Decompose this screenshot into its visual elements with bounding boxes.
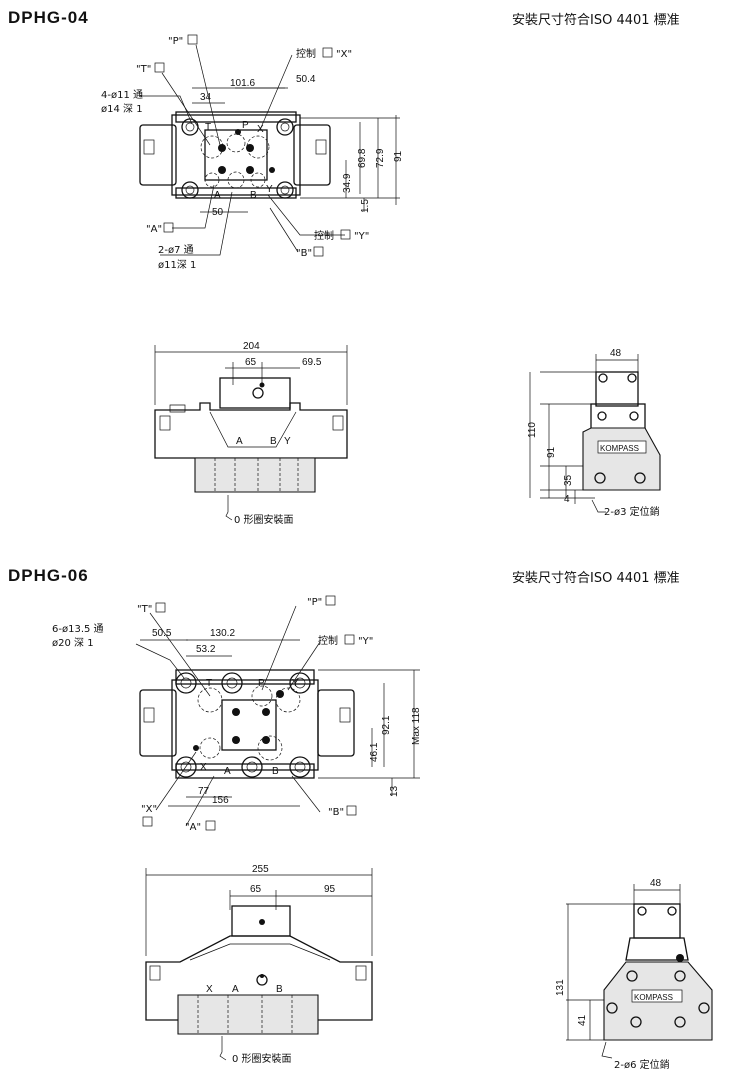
dim-value: 91 — [393, 150, 404, 162]
t-port-label: "T" — [137, 604, 152, 615]
front-port-letter: A — [236, 436, 243, 447]
port-letter: A — [214, 190, 221, 201]
standard-note-dphg06: 安裝尺寸符合ISO 4401 標准 — [512, 571, 680, 586]
dphg06-side-view: KOMPASS 2-ø6 定位銷 48 131 41 — [555, 878, 713, 1071]
dim-value: 50 — [212, 207, 224, 218]
port-letter: P — [258, 678, 265, 689]
dim-value: 69.8 — [357, 148, 368, 168]
counterbore-label: ø20 深 1 — [52, 637, 94, 649]
dim-value: 156 — [212, 795, 229, 806]
front-port-letter: X — [206, 984, 213, 995]
y-control-suffix: "Y" — [354, 231, 369, 242]
p-port-label: "P" — [307, 597, 322, 608]
dim-value: 1.5 — [360, 199, 371, 213]
pin-label: 2-ø3 定位銷 — [604, 505, 660, 518]
dim-value: 48 — [650, 878, 662, 889]
dim-value: 53.2 — [196, 644, 216, 655]
port-letter: B — [272, 766, 279, 777]
standard-note-dphg04: 安裝尺寸符合ISO 4401 標准 — [512, 13, 680, 28]
dim-value: 77 — [198, 786, 210, 797]
section-title-dphg06: DPHG-06 — [8, 566, 89, 585]
dim-value: 69.5 — [302, 357, 322, 368]
dim-value: 13 — [389, 785, 400, 797]
port-letter: A — [224, 766, 231, 777]
dim-value: 34.9 — [342, 173, 353, 193]
dim-value: 101.6 — [230, 78, 255, 89]
dim-value: 204 — [243, 341, 260, 352]
front-port-letter: B — [276, 984, 283, 995]
pin-holes-label: 2-ø7 通 — [158, 244, 194, 256]
y-control-suffix: "Y" — [358, 636, 373, 647]
oring-face-label: 0 形圈安裝面 — [232, 1052, 292, 1065]
port-letter: B — [250, 190, 257, 201]
oring-face-label: 0 形圈安裝面 — [234, 513, 294, 526]
dim-value: 34 — [200, 92, 212, 103]
dphg04-top-view: T P X A B Y "P" "T" 控制 "X" — [101, 34, 404, 271]
dim-value: 48 — [610, 348, 622, 359]
a-port-label: "A" — [185, 822, 201, 833]
pin-counterbore-label: ø11深 1 — [158, 259, 196, 271]
dim-value: 110 — [527, 422, 538, 438]
dim-value: 50.4 — [296, 74, 316, 85]
dphg04-side-view: KOMPASS 2-ø3 定位銷 48 110 91 35 4 — [527, 348, 661, 518]
x-port-label: "X" — [141, 804, 157, 815]
dphg04-front-view: A B Y 0 形圈安裝面 204 65 69.5 — [154, 341, 348, 526]
dim-value: 72.9 — [375, 148, 386, 168]
dim-value: 46.1 — [369, 742, 380, 762]
mount-holes-label: 6-ø13.5 通 — [52, 623, 104, 635]
dim-value: 35 — [563, 474, 574, 486]
dim-value: 50.5 — [152, 628, 172, 639]
port-letter: Y — [266, 184, 273, 195]
x-control-suffix: "X" — [336, 49, 352, 60]
y-control-label: 控制 — [318, 634, 338, 647]
y-control-label: 控制 — [314, 229, 334, 242]
dim-value: 91 — [546, 446, 557, 458]
counterbore-label: ø14 深 1 — [101, 103, 143, 115]
brand-label: KOMPASS — [600, 444, 639, 453]
dim-value: 41 — [577, 1014, 588, 1026]
dim-value: 92.1 — [381, 715, 392, 735]
t-port-label: "T" — [136, 64, 151, 75]
p-port-label: "P" — [168, 36, 183, 47]
dim-value: 65 — [245, 357, 257, 368]
front-port-letter: Y — [284, 436, 291, 447]
dim-value: Max 118 — [411, 707, 422, 745]
port-letter: T — [205, 122, 211, 133]
port-letter: X — [200, 762, 207, 773]
dim-value: 65 — [250, 884, 262, 895]
b-port-label: "B" — [328, 807, 344, 818]
front-port-letter: A — [232, 984, 239, 995]
b-port-label: "B" — [296, 248, 312, 259]
front-port-letter: B — [270, 436, 277, 447]
a-port-label: "A" — [146, 224, 162, 235]
x-control-label: 控制 — [296, 47, 316, 60]
port-letter: T — [206, 678, 212, 689]
port-letter: P — [242, 120, 249, 131]
dim-value: 255 — [252, 864, 269, 875]
port-letter: Y — [292, 678, 299, 689]
dim-value: 4 — [564, 494, 570, 505]
brand-label: KOMPASS — [634, 993, 673, 1002]
dim-value: 130.2 — [210, 628, 235, 639]
dphg06-top-view: T P Y X A B "T" "P" 控制 "Y" 6-ø13.5 通 ø20… — [52, 595, 422, 833]
pin-label: 2-ø6 定位銷 — [614, 1058, 670, 1071]
dphg06-front-view: X A B 0 形圈安裝面 255 65 95 — [145, 864, 373, 1065]
dim-value: 95 — [324, 884, 336, 895]
section-title-dphg04: DPHG-04 — [8, 8, 89, 27]
dim-value: 131 — [555, 979, 566, 996]
mount-holes-label: 4-ø11 通 — [101, 89, 143, 101]
